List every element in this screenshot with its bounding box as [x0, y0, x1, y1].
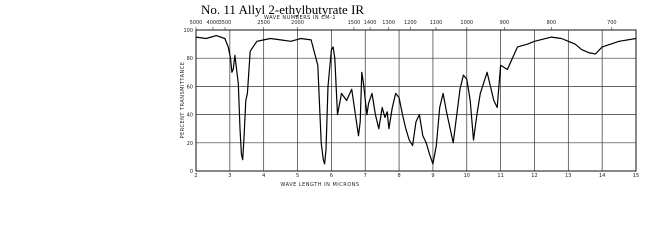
x-tick-label: 10 — [464, 173, 470, 179]
x2-tick-label: 2500 — [257, 20, 270, 26]
x2-tick-label: 1400 — [364, 20, 377, 26]
x2-tick-label: 1300 — [382, 20, 395, 26]
x2-tick-label: 1500 — [348, 20, 361, 26]
y-tick-label: 20 — [187, 141, 193, 147]
x-tick-label: 7 — [364, 173, 367, 179]
x2-tick-label: 1100 — [430, 20, 443, 26]
x2-tick-label: 4000 — [207, 20, 220, 26]
y-tick-label: 40 — [187, 113, 193, 119]
x-tick-label: 6 — [330, 173, 333, 179]
x-tick-label: 13 — [565, 173, 571, 179]
plot-frame — [195, 29, 637, 172]
x-tick-label: 2 — [194, 173, 197, 179]
bottom-axis-label: WAVE LENGTH IN MICRONS — [280, 182, 359, 188]
x2-tick-label: 900 — [500, 20, 510, 26]
top-axis-label: WAVE NUMBERS IN CM-1 — [264, 15, 336, 21]
x-tick-label: 4 — [262, 173, 265, 179]
chart-title: No. 11 Allyl 2-ethylbutyrate IR — [201, 2, 365, 17]
x-tick-label: 5 — [296, 173, 299, 179]
x2-tick-label: 700 — [607, 20, 617, 26]
y-tick-label: 0 — [190, 169, 193, 175]
x2-tick-label: 1000 — [460, 20, 473, 26]
spectrum-line — [195, 35, 637, 165]
chart-ticks: 100 80 60 40 20 02 3 4 5 6 7 8 9 10 11 12 13 14 15 5000 4000… — [183, 20, 639, 179]
x-tick-label: 11 — [497, 173, 503, 179]
y-tick-label: 60 — [187, 84, 193, 90]
x-tick-label: 14 — [599, 173, 605, 179]
chart-grid — [195, 29, 637, 172]
x-tick-label: 3 — [228, 173, 231, 179]
chart-frame — [195, 29, 637, 172]
x-tick-label: 8 — [397, 173, 400, 179]
ir-spectrum-chart: 100 80 60 40 20 02 3 4 5 6 7 8 9 10 11 12 13 14 15 5000 4000… — [180, 15, 639, 188]
x2-tick-label: 5000 — [190, 20, 203, 26]
x2-tick-label: 800 — [547, 20, 557, 26]
x2-tick-label: 2000 — [291, 20, 304, 26]
x2-tick-label: 1200 — [404, 20, 417, 26]
y-tick-label: 100 — [183, 28, 193, 34]
x-tick-label: 15 — [633, 173, 639, 179]
chart-series — [195, 35, 637, 165]
y-tick-label: 80 — [187, 56, 193, 62]
x-tick-label: 9 — [431, 173, 434, 179]
y-axis-label: PERCENT TRANSMITTANCE — [180, 62, 186, 139]
x2-tick-label: 3500 — [219, 20, 232, 26]
x-tick-label: 12 — [531, 173, 537, 179]
